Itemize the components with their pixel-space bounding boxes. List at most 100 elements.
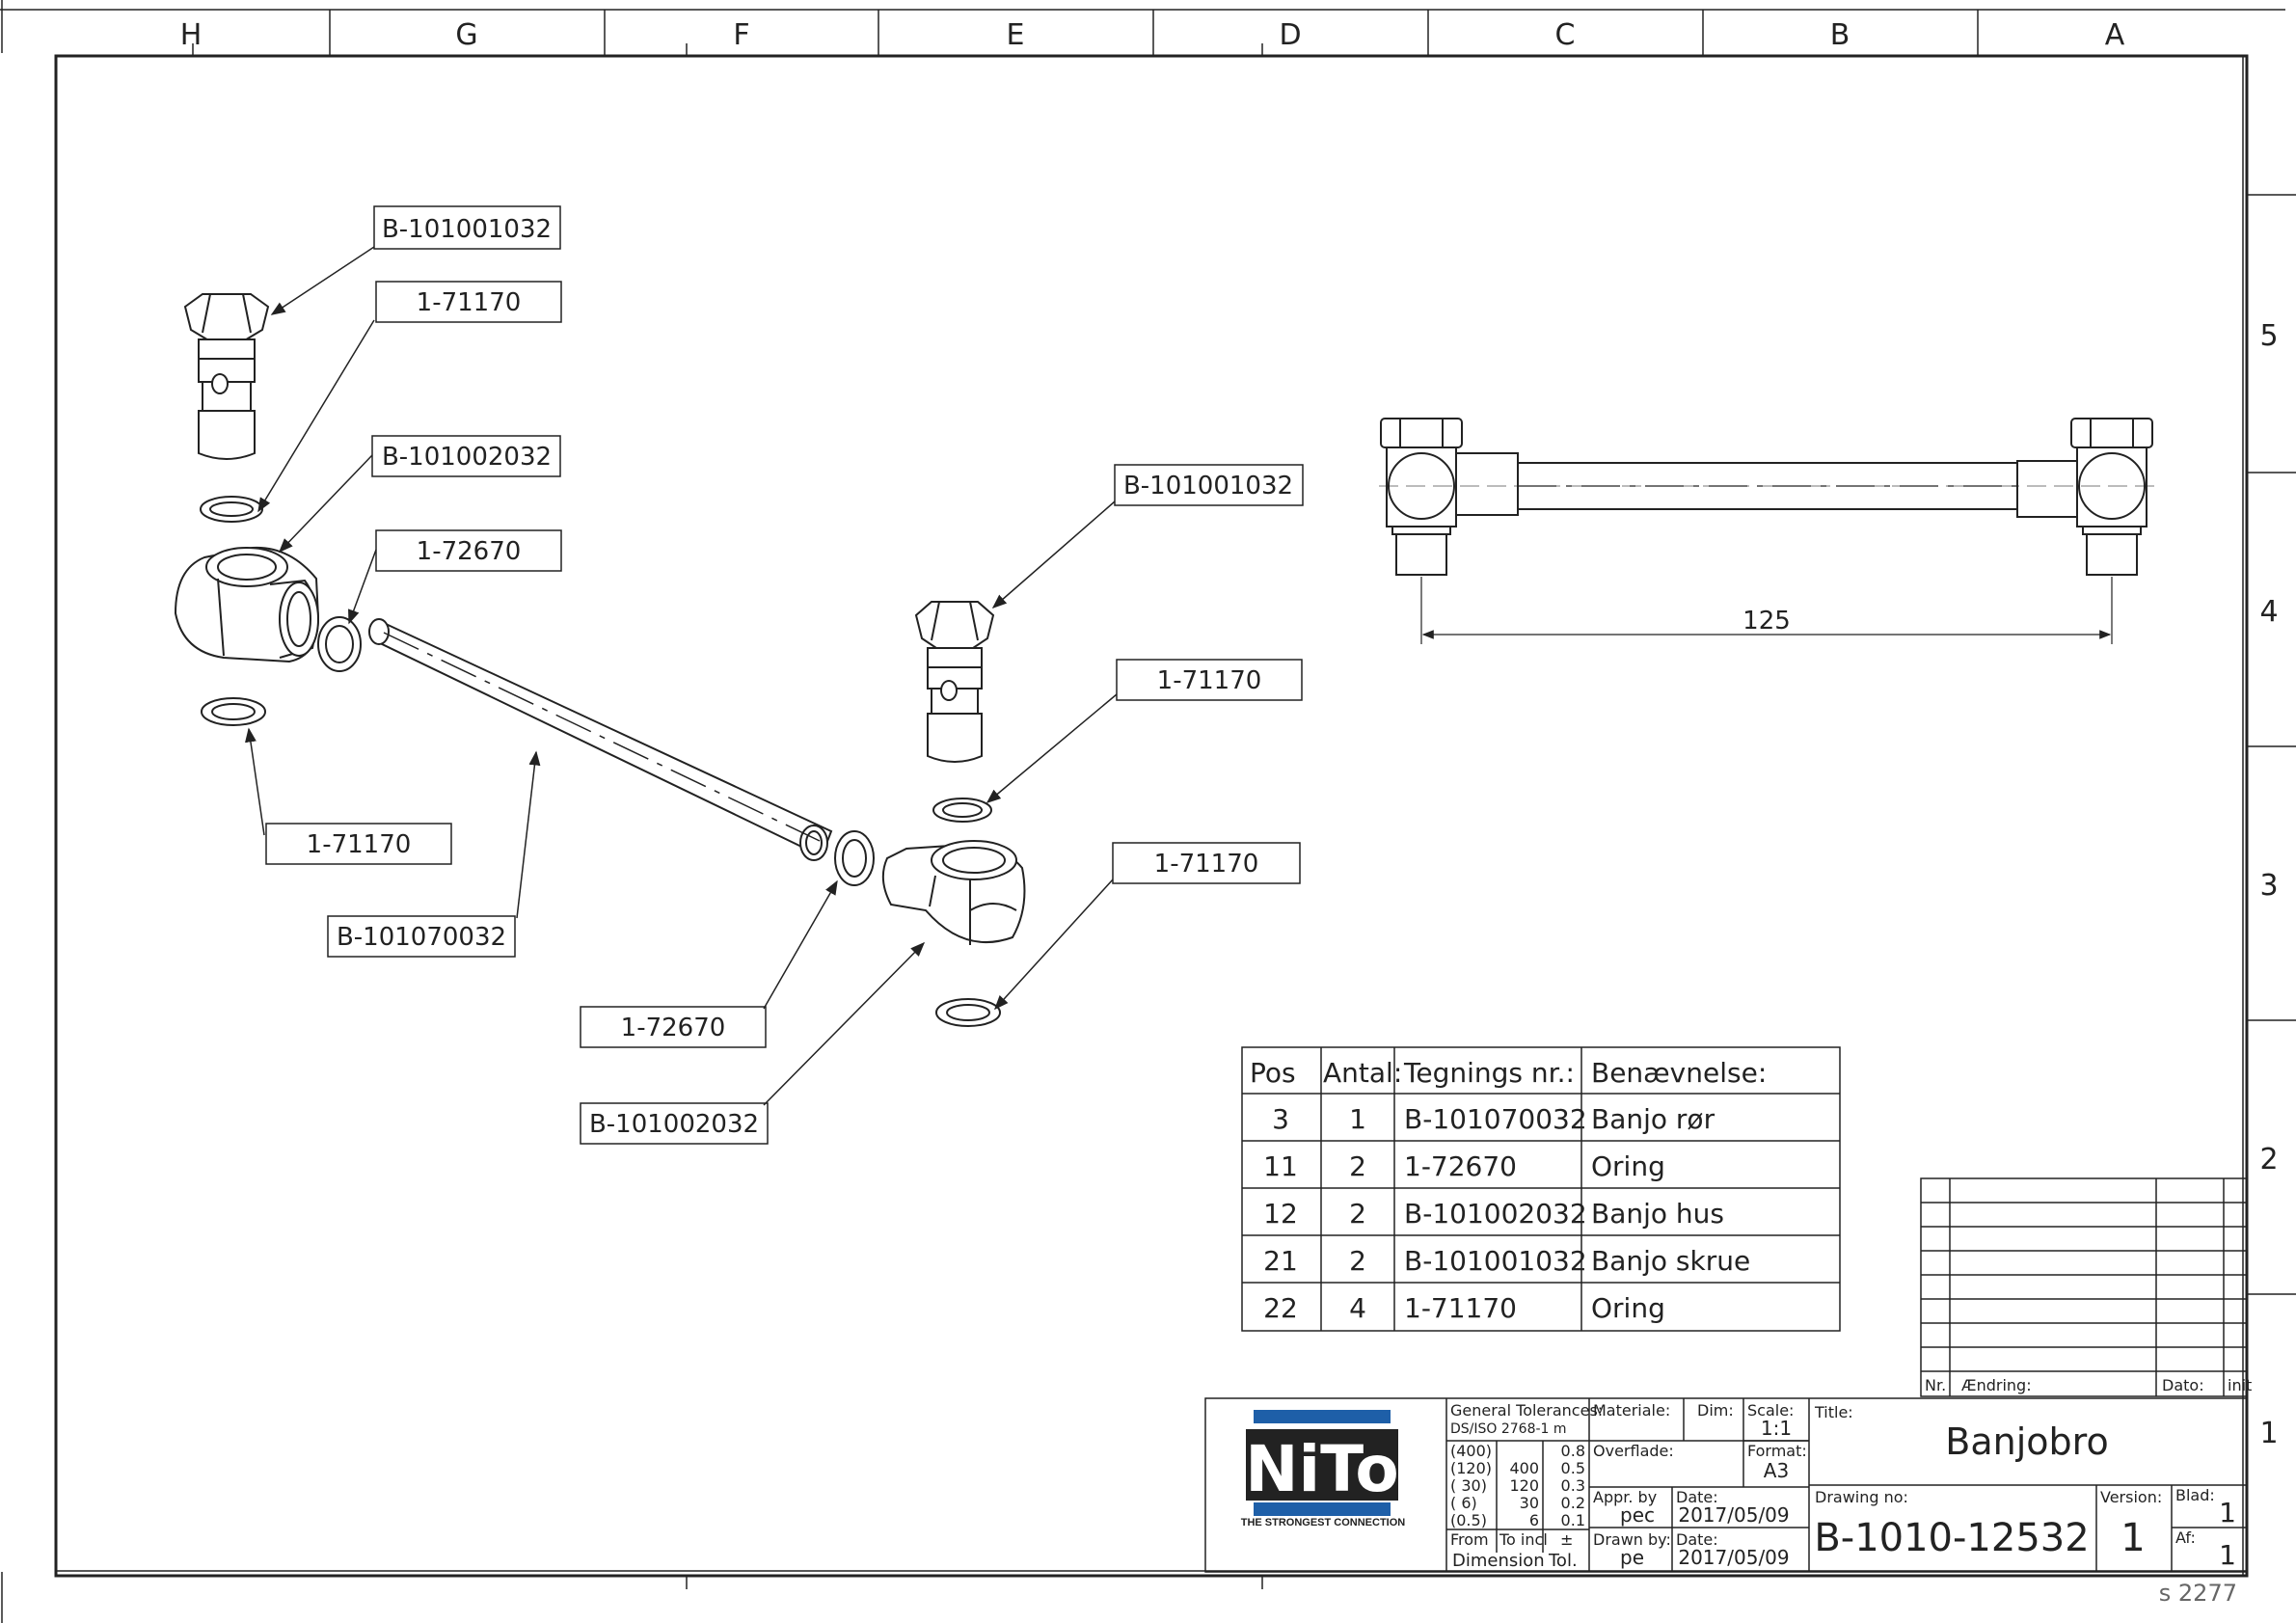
callout-172670-left: 1-72670	[417, 537, 522, 566]
nito-logo: NiTo THE STRONGEST CONNECTION	[1241, 1410, 1406, 1528]
callout-b101001032-right: B-101001032	[1123, 472, 1293, 500]
revision-block	[1920, 1177, 2248, 1397]
bom-header: Pos Antal: Tegnings nr.: Benævnelse:	[1250, 1057, 1767, 1089]
zone-col-d: D	[1279, 18, 1301, 52]
svg-text:(400): (400)	[1450, 1442, 1492, 1460]
zone-col-e: E	[1007, 18, 1025, 52]
oring-right-top	[932, 798, 992, 823]
callout-171170-right-bottom: 1-71170	[1154, 850, 1259, 879]
svg-text:30: 30	[1520, 1494, 1539, 1512]
tol-from-label: From	[1450, 1530, 1489, 1549]
drawing-no-label: Drawing no:	[1815, 1488, 1908, 1506]
revision-nr-label: Nr.	[1925, 1376, 1946, 1394]
version-label: Version:	[2100, 1488, 2162, 1506]
callout-171170-right-top: 1-71170	[1157, 666, 1262, 695]
callout-b101001032-left: B-101001032	[382, 215, 552, 244]
drawn-label: Drawn by:	[1593, 1530, 1671, 1549]
appr-date-value: 2017/05/09	[1678, 1503, 1789, 1527]
oring-left-bottom	[201, 697, 266, 726]
tolerances-standard: DS/ISO 2768-1 m	[1450, 1421, 1567, 1437]
bom-row-antal: 2	[1349, 1150, 1366, 1182]
svg-text:( 6): ( 6)	[1450, 1494, 1477, 1512]
format-value: A3	[1764, 1459, 1789, 1482]
drawn-date-value: 2017/05/09	[1678, 1546, 1789, 1569]
tolerance-table: (400) 0.8 (120) 400 0.5 ( 30) 120 0.3 ( …	[1450, 1442, 1585, 1529]
bom-row-antal: 4	[1349, 1292, 1366, 1324]
svg-text:0.3: 0.3	[1561, 1476, 1585, 1495]
zone-row-5: 5	[2259, 319, 2278, 353]
zone-row-3: 3	[2259, 869, 2278, 903]
title-label: Title:	[1814, 1403, 1853, 1421]
callout-b101002032-left: B-101002032	[382, 443, 552, 472]
revision-date-label: Dato:	[2162, 1376, 2204, 1394]
zone-col-b: B	[1830, 18, 1850, 52]
dim-label: Dim:	[1697, 1401, 1734, 1420]
bom-row-pos: 12	[1263, 1198, 1298, 1230]
bom-row-pos: 11	[1263, 1150, 1298, 1182]
banjo-screw-left	[183, 293, 270, 460]
dimension-125: 125	[1742, 607, 1791, 636]
callout-171170-left-top: 1-71170	[417, 288, 522, 317]
zone-col-a: A	[2105, 18, 2125, 52]
revision-init-label: init	[2228, 1376, 2252, 1394]
zone-row-1: 1	[2259, 1417, 2278, 1450]
zone-col-g: G	[455, 18, 477, 52]
zone-col-f: F	[733, 18, 749, 52]
svg-text:400: 400	[1509, 1459, 1539, 1477]
logo-tagline: THE STRONGEST CONNECTION	[1241, 1517, 1406, 1528]
bom-row-name: Oring	[1591, 1292, 1665, 1324]
bom-row-drawing: 1-72670	[1404, 1150, 1517, 1182]
bom-row-drawing: 1-71170	[1404, 1292, 1517, 1324]
svg-text:(120): (120)	[1450, 1459, 1492, 1477]
callout-b101070032: B-101070032	[337, 923, 506, 952]
callout-labels: B-101001032 1-71170 B-101002032 1-72670 …	[307, 215, 1293, 1139]
bom-row-name: Banjo hus	[1591, 1198, 1724, 1230]
bom-row-name: Banjo skrue	[1591, 1245, 1750, 1277]
appr-value: pec	[1620, 1503, 1655, 1527]
material-label: Materiale:	[1593, 1401, 1670, 1420]
title-block	[1204, 1397, 2248, 1573]
drawn-value: pe	[1620, 1546, 1644, 1569]
callouts	[245, 205, 1304, 1145]
bom-row-drawing: B-101001032	[1404, 1245, 1587, 1277]
drawn-date-label: Date:	[1676, 1530, 1718, 1549]
drawing-title: Banjobro	[1945, 1420, 2108, 1463]
zone-row-2: 2	[2259, 1143, 2278, 1177]
bom-row-antal: 1	[1349, 1103, 1366, 1135]
appr-label: Appr. by	[1593, 1488, 1657, 1506]
blad-label: Blad:	[2175, 1486, 2215, 1504]
bom-header-antal: Antal:	[1323, 1057, 1402, 1089]
oring-left-mid	[317, 616, 362, 672]
tol-tol-label: Tol.	[1548, 1551, 1578, 1571]
oring-right-mid	[834, 830, 875, 886]
assembly-view	[1379, 418, 2160, 644]
zone-row-labels: 5 4 3 2 1	[2259, 319, 2278, 1450]
footer-code: s 2277	[2159, 1580, 2237, 1607]
bom-rows: 3 1 B-101070032 Banjo rør 11 2 1-72670 O…	[1263, 1103, 1750, 1324]
svg-text:6: 6	[1529, 1511, 1539, 1529]
scale-value: 1:1	[1761, 1417, 1792, 1440]
logo-wordmark: NiTo	[1245, 1432, 1398, 1506]
bom-row-pos: 3	[1272, 1103, 1289, 1135]
tol-dimension-label: Dimension	[1452, 1551, 1545, 1571]
exploded-view	[174, 293, 1026, 1027]
bom-row-antal: 2	[1349, 1245, 1366, 1277]
format-label: Format:	[1747, 1442, 1807, 1460]
bom-row-pos: 22	[1263, 1292, 1298, 1324]
bom-row-antal: 2	[1349, 1198, 1366, 1230]
tol-pm-label: ±	[1560, 1530, 1573, 1549]
drawing-number: B-1010-12532	[1814, 1516, 2089, 1560]
tolerances-label: General Tolerances:	[1450, 1401, 1603, 1420]
bom-row-pos: 21	[1263, 1245, 1298, 1277]
bom-row-name: Banjo rør	[1591, 1103, 1715, 1135]
callout-b101002032-right: B-101002032	[589, 1110, 759, 1139]
tol-to-label: To incl	[1499, 1530, 1548, 1549]
zone-col-h: H	[180, 18, 203, 52]
bom-header-benaevnelse: Benævnelse:	[1591, 1057, 1767, 1089]
surface-label: Overflade:	[1593, 1442, 1674, 1460]
blad-value: 1	[2219, 1497, 2236, 1528]
zone-column-labels: H G F E D C B A	[180, 18, 2125, 52]
sheet-frame	[0, 9, 2285, 1578]
zone-col-c: C	[1555, 18, 1576, 52]
